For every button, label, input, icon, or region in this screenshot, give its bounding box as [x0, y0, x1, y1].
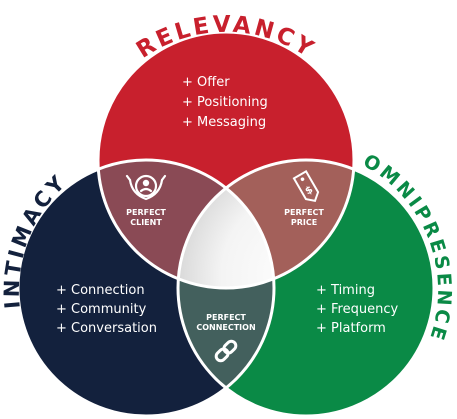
perfect-connection-label-line1: PERFECT — [206, 313, 246, 322]
perfect-price-label-line2: PRICE — [291, 218, 317, 227]
relevancy-item-positioning: + Positioning — [182, 95, 268, 110]
relevancy-item-messaging: + Messaging — [182, 115, 266, 130]
perfect-client-label-line1: PERFECT — [126, 208, 166, 217]
relevancy-item-offer: + Offer — [182, 75, 230, 90]
chain-link-icon — [214, 339, 238, 363]
center-overlap — [178, 160, 274, 288]
perfect-client-label-line2: CLIENT — [130, 218, 162, 227]
perfect-price-label-line1: PERFECT — [284, 208, 324, 217]
omnipresence-rim — [176, 158, 436, 418]
omnipresence-item-frequency: + Frequency — [316, 302, 398, 317]
intimacy-item-community: + Community — [56, 302, 147, 317]
svg-text:$: $ — [303, 184, 315, 197]
client-icon — [125, 174, 167, 201]
intimacy-item-connection: + Connection — [56, 283, 145, 298]
omnipresence-item-timing: + Timing — [316, 283, 375, 298]
intimacy-rim — [16, 158, 276, 418]
omnipresence-item-platform: + Platform — [316, 321, 386, 336]
perfect-connection-label-line2: CONNECTION — [196, 323, 255, 332]
relevancy-rim — [96, 30, 356, 290]
intimacy-item-conversation: + Conversation — [56, 321, 157, 336]
price-tag-icon: $ — [292, 170, 320, 202]
